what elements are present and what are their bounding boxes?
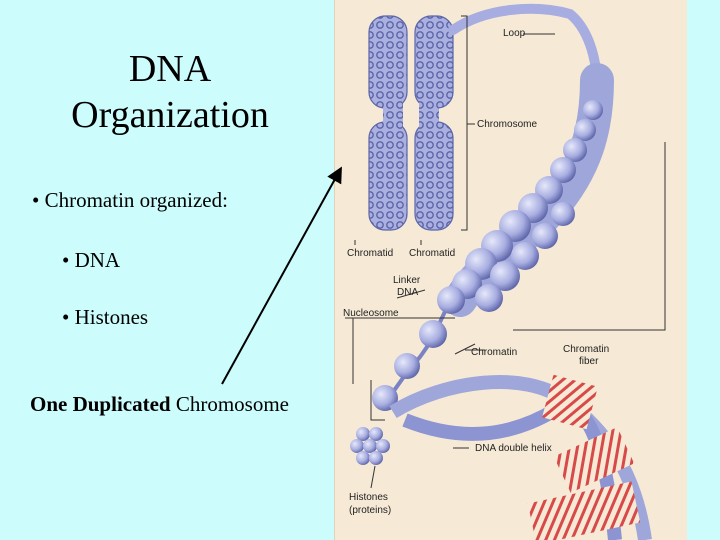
bullet-chromatin: • Chromatin organized:	[32, 188, 228, 212]
label-loop: Loop	[503, 28, 526, 39]
dna-organization-figure: Loop Chromosome Chromatid Chromatid Link…	[334, 0, 687, 540]
label-nucleosome: Nucleosome	[343, 308, 399, 319]
label-chromatin-fiber-1: Chromatin	[563, 344, 609, 355]
label-chromatid-left: Chromatid	[347, 248, 393, 259]
label-chromatid-right: Chromatid	[409, 248, 455, 259]
histone-cluster	[350, 427, 390, 465]
leader-lines	[345, 15, 666, 489]
label-linker-dna-2: DNA	[397, 287, 418, 298]
title-line-1: DNA	[128, 48, 212, 90]
arrow-line	[221, 166, 342, 385]
loop-ribbon	[448, 3, 602, 85]
nucleosome-bead	[437, 286, 465, 314]
nucleosome-bead	[372, 385, 398, 411]
chromatid-right-shape	[414, 15, 454, 231]
label-linker-dna-1: Linker	[393, 275, 421, 286]
label-chromosome: Chromosome	[477, 119, 537, 130]
helix-base-pairs	[527, 374, 641, 540]
label-dna-double-helix: DNA double helix	[475, 443, 552, 454]
chromosome-caption: One Duplicated Chromosome	[30, 392, 289, 417]
fiber-beads	[452, 100, 603, 312]
bullet-histones: • Histones	[62, 305, 149, 329]
caption-bold: One Duplicated	[30, 392, 171, 416]
caption-rest: Chromosome	[170, 392, 290, 416]
nucleosome-bead	[419, 320, 447, 348]
slide-title: DNA Organization	[20, 46, 320, 138]
label-chromatin: Chromatin	[471, 347, 517, 358]
label-chromatin-fiber-2: fiber	[579, 356, 599, 367]
bullet-dna: • DNA	[62, 248, 121, 272]
label-histones-2: (proteins)	[349, 505, 391, 516]
figure-illustration: Loop Chromosome Chromatid Chromatid Link…	[343, 3, 666, 540]
label-histones-1: Histones	[349, 492, 388, 503]
title-line-2: Organization	[71, 94, 269, 136]
chromatid-left-shape	[368, 15, 408, 231]
nucleosome-bead	[394, 353, 420, 379]
